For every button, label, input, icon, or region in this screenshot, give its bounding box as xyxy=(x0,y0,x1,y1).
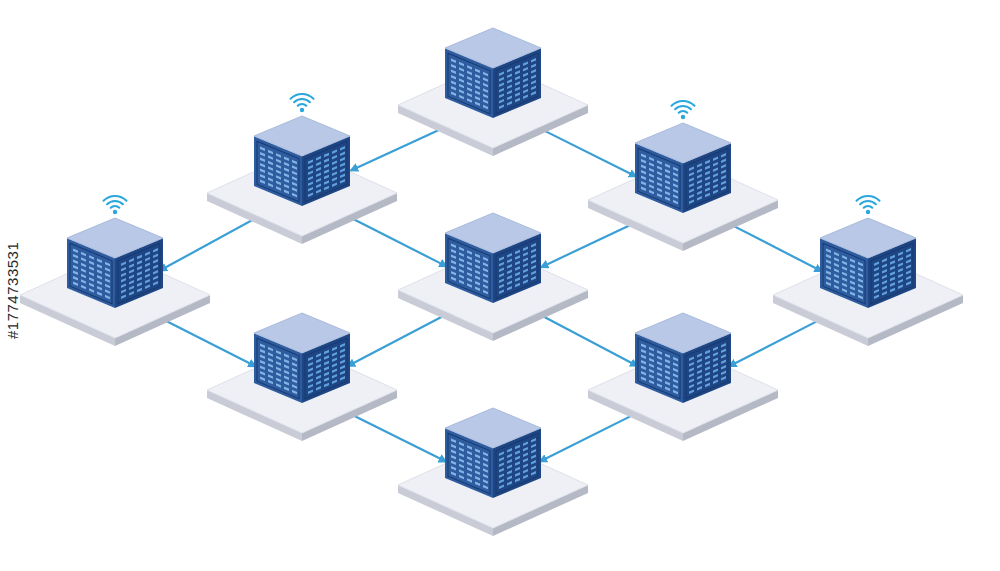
stock-id: #1774733531 xyxy=(4,241,21,338)
server-grid xyxy=(118,243,160,304)
server-illustration xyxy=(15,190,215,350)
server-grid xyxy=(686,338,728,399)
network-link xyxy=(348,310,454,366)
server-illustration xyxy=(202,88,402,248)
server-grid xyxy=(257,141,299,202)
server-top xyxy=(67,218,163,258)
server-node xyxy=(768,190,968,350)
server-top xyxy=(445,213,541,253)
server-illustration xyxy=(393,0,593,160)
network-link xyxy=(533,125,636,177)
server-grid xyxy=(496,53,538,114)
server-illustration xyxy=(768,190,968,350)
network-link xyxy=(540,410,643,462)
server-top xyxy=(635,123,731,163)
server-top xyxy=(635,313,731,353)
server-node xyxy=(393,185,593,345)
network-link xyxy=(342,410,446,462)
server-top xyxy=(820,218,916,258)
server-grid xyxy=(305,141,347,202)
wifi-symbol xyxy=(856,196,879,214)
server-node xyxy=(583,285,783,445)
network-link xyxy=(729,315,829,366)
server-node xyxy=(393,380,593,540)
server-grid xyxy=(448,238,490,299)
network-link xyxy=(341,213,446,266)
server-grid xyxy=(871,243,913,304)
wifi-symbol xyxy=(103,196,126,214)
server-grid xyxy=(823,243,865,304)
server-grid xyxy=(686,148,728,209)
network-link xyxy=(160,214,264,271)
server-grid xyxy=(448,53,490,114)
server-grid xyxy=(448,433,490,494)
network-link xyxy=(722,220,822,271)
server-top xyxy=(445,408,541,448)
server-top xyxy=(254,116,350,156)
server-illustration xyxy=(583,285,783,445)
server-grid xyxy=(257,338,299,399)
network-link xyxy=(532,310,638,366)
server-grid xyxy=(638,148,680,209)
wifi-symbol xyxy=(671,101,694,119)
server-node xyxy=(202,285,402,445)
server-node xyxy=(393,0,593,160)
server-grid xyxy=(70,243,112,304)
server-top xyxy=(254,313,350,353)
server-node xyxy=(583,95,783,255)
server-node xyxy=(15,190,215,350)
server-node xyxy=(202,88,402,248)
server-grid xyxy=(638,338,680,399)
server-grid xyxy=(496,433,538,494)
network-link xyxy=(541,219,642,267)
server-grid xyxy=(305,338,347,399)
network-link xyxy=(351,124,451,170)
wifi-symbol xyxy=(290,94,313,112)
server-illustration xyxy=(583,95,783,255)
server-illustration xyxy=(393,380,593,540)
server-grid xyxy=(496,238,538,299)
network-link xyxy=(154,315,255,366)
server-illustration xyxy=(393,185,593,345)
server-illustration xyxy=(202,285,402,445)
server-top xyxy=(445,28,541,68)
